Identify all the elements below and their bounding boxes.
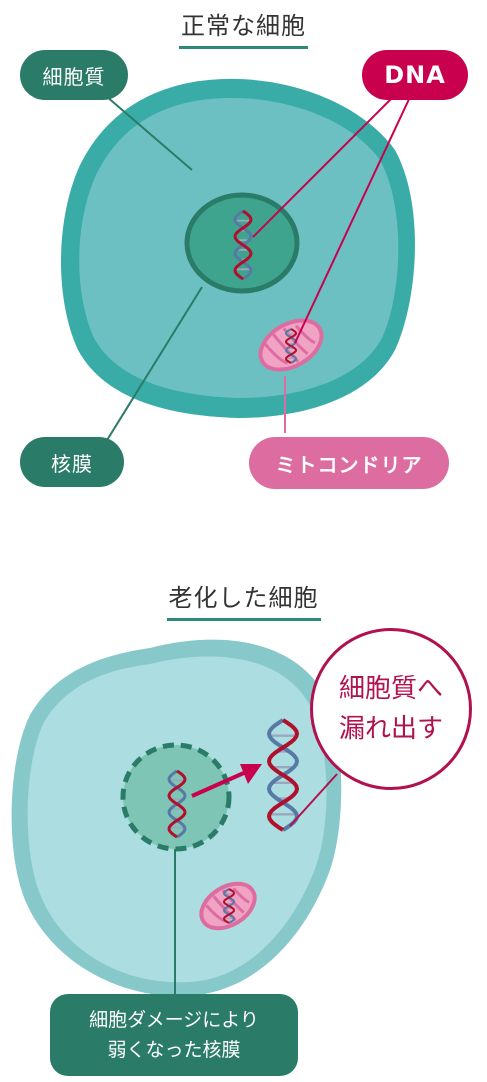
leak-callout: 細胞質へ 漏れ出す — [310, 628, 472, 790]
dna-label: DNA — [362, 50, 468, 100]
leak-callout-line1: 細胞質へ — [338, 674, 443, 704]
aged-mito-dna-icon — [222, 888, 236, 924]
aged-nucleus — [120, 742, 232, 852]
normal-cell-title: 正常な細胞 — [0, 6, 487, 49]
leaked-dna-icon — [266, 718, 300, 832]
normal-cell-title-text: 正常な細胞 — [179, 6, 308, 49]
dna-connector-nucleus — [252, 96, 394, 238]
cytoplasm-label: 細胞質 — [20, 50, 128, 100]
leak-callout-line2: 漏れ出す — [338, 714, 443, 744]
weak-membrane-line2: 弱くなった核膜 — [107, 1039, 241, 1061]
cytoplasm-connector — [105, 95, 193, 171]
weak-membrane-line1: 細胞ダメージにより — [89, 1009, 259, 1031]
normal-mito-dna-icon — [284, 328, 298, 364]
aged-cell-title: 老化した細胞 — [0, 578, 487, 621]
leak-bubble-connector — [289, 773, 338, 827]
weak-membrane-label: 細胞ダメージにより 弱くなった核膜 — [50, 994, 298, 1076]
mitochondria-label: ミトコンドリア — [249, 437, 449, 489]
aged-nucleus-dna-icon — [167, 769, 187, 839]
membrane-connector — [103, 286, 203, 446]
dna-connector-mito — [294, 96, 411, 344]
normal-nucleus-dna-icon — [233, 209, 253, 281]
nuclear-membrane-label: 核膜 — [20, 437, 124, 487]
leak-arrow-icon — [191, 764, 262, 798]
aged-cell-title-text: 老化した細胞 — [166, 578, 321, 621]
